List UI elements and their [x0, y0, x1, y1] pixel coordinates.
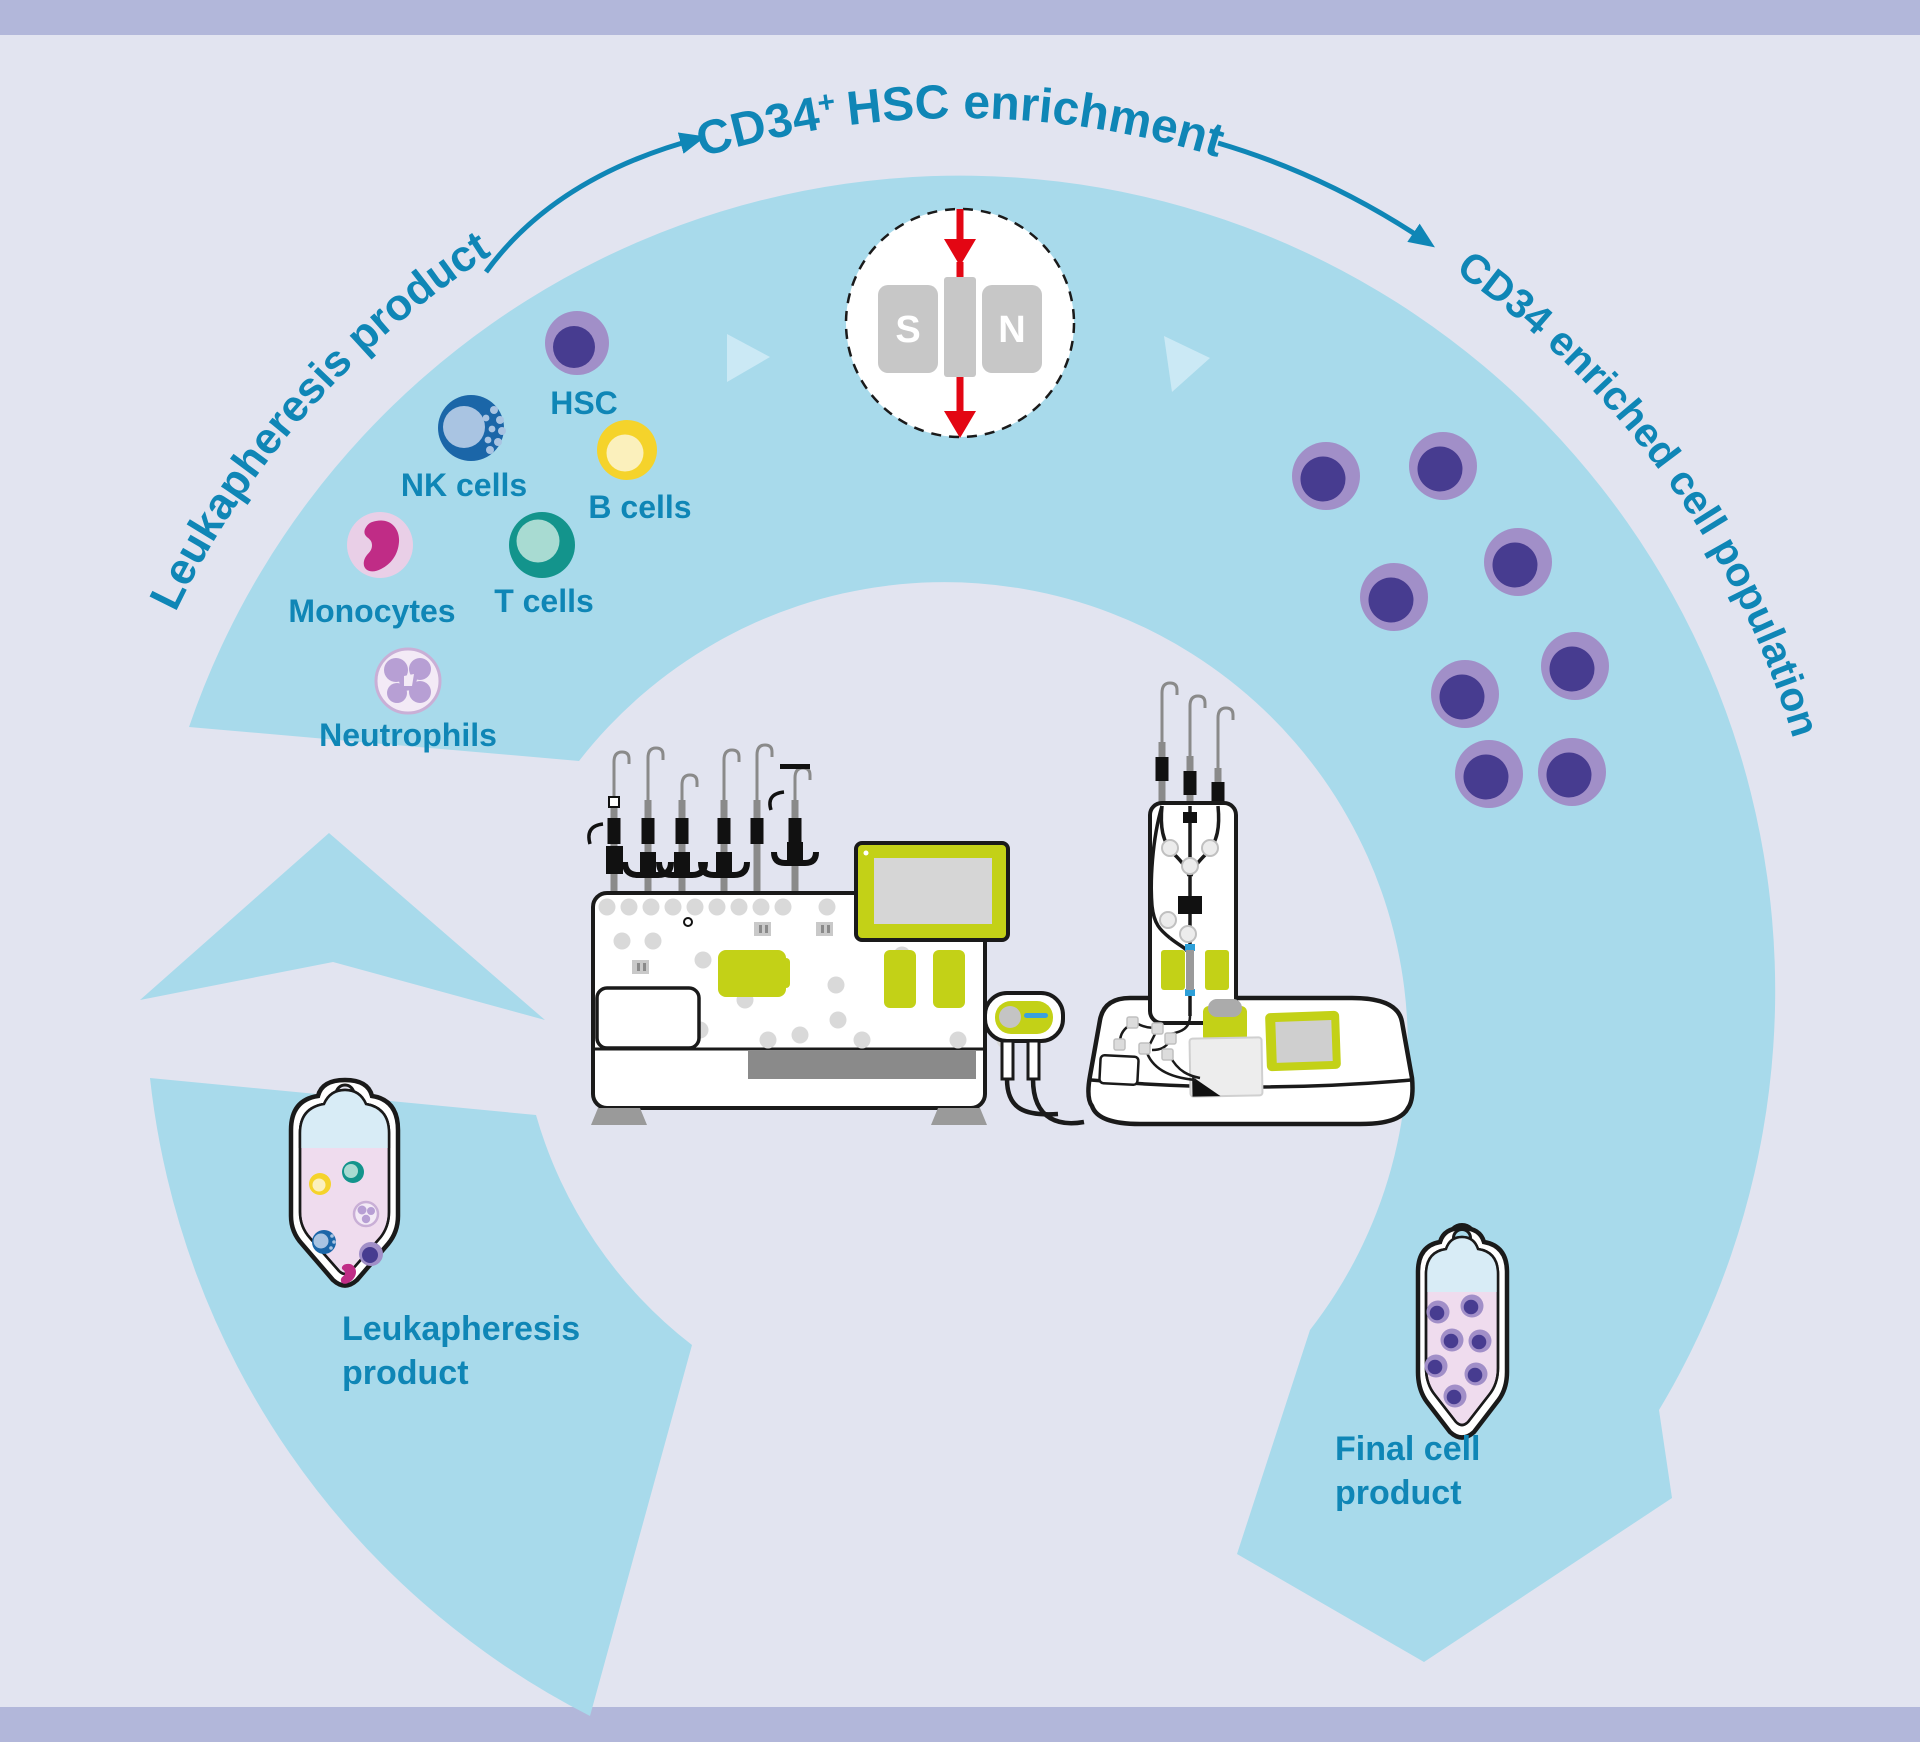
- monocyte-cell-icon: [347, 512, 413, 578]
- instrument-door: [595, 986, 701, 1050]
- magnet-icon: S N: [844, 207, 1076, 439]
- magnet-south-pole: [878, 285, 938, 373]
- cell-processing-instrument: [587, 743, 1085, 1126]
- final-product-bag: Final cell product: [1335, 1223, 1510, 1512]
- neutrophils-label: Neutrophils: [319, 717, 497, 753]
- b-label: B cells: [588, 489, 691, 525]
- leukapheresis-bag-label-line2: product: [342, 1354, 469, 1392]
- magnet-north-pole: [982, 285, 1042, 373]
- valve-cassette: [933, 950, 965, 1008]
- cd34-cell-icon: [1541, 632, 1609, 700]
- leukapheresis-cell-cluster: HSC NK cells B cells Monocytes T c: [288, 311, 692, 753]
- neutrophil-cell-icon: [374, 647, 442, 715]
- mixed-cells-icon: [309, 1161, 383, 1284]
- cd34-cell-icon: [1431, 660, 1499, 728]
- magnet-north-label: N: [998, 309, 1025, 351]
- base-details: [1098, 999, 1341, 1098]
- cycle-right-arrow: [189, 175, 1776, 1663]
- t-cells-label: T cells: [494, 583, 594, 619]
- instrument-tray: [748, 1051, 976, 1079]
- magnet-column: [944, 277, 976, 377]
- valve-cassette: [884, 950, 916, 1008]
- centrifuge-chamber: [718, 950, 786, 997]
- cycle-ring: [140, 175, 1776, 1716]
- monocytes-label: Monocytes: [288, 593, 455, 629]
- hsc-label: HSC: [550, 385, 618, 421]
- cd34-cell-icon: [1538, 738, 1606, 806]
- nk-label: NK cells: [401, 467, 527, 503]
- separation-column: [1161, 944, 1229, 996]
- magnet-south-label: S: [895, 309, 920, 351]
- hsc-cell-icon: [545, 311, 609, 375]
- separation-instrument: [1086, 681, 1415, 1127]
- top-border-bar: [0, 0, 1920, 35]
- cd34-cell-icon: [1292, 442, 1360, 510]
- flow-triangle-icon: [1164, 336, 1210, 392]
- instrument-screen: [854, 841, 1010, 942]
- cd34-cell-icon: [1484, 528, 1552, 596]
- flow-triangle-icon: [727, 334, 770, 382]
- cd34-cell-icon: [1360, 563, 1428, 631]
- t-cell-icon: [509, 512, 575, 578]
- pole-clip: [608, 796, 620, 808]
- nk-cell-icon: [438, 395, 506, 461]
- final-bag-label-line1: Final cell: [1335, 1430, 1481, 1468]
- cd34-cell-icon: [1409, 432, 1477, 500]
- cycle-left-arrow-body: [150, 1078, 692, 1716]
- cd34-cell-icon: [1455, 740, 1523, 808]
- curved-arrow-left-icon: [483, 132, 706, 274]
- b-cell-icon: [597, 420, 657, 480]
- leukapheresis-bag-label-line1: Leukapheresis: [342, 1310, 580, 1348]
- cycle-left-arrowhead: [140, 833, 545, 1020]
- pinch-valves: [1159, 839, 1219, 943]
- final-bag-label-line2: product: [1335, 1474, 1462, 1512]
- bag-hanger-claws: [622, 842, 819, 878]
- curved-arrow-right-icon: [1217, 140, 1435, 248]
- bottom-border-bar: [0, 1707, 1920, 1742]
- pump-attachment: [983, 991, 1085, 1126]
- leukapheresis-bag: Leukapheresis product: [288, 1077, 580, 1392]
